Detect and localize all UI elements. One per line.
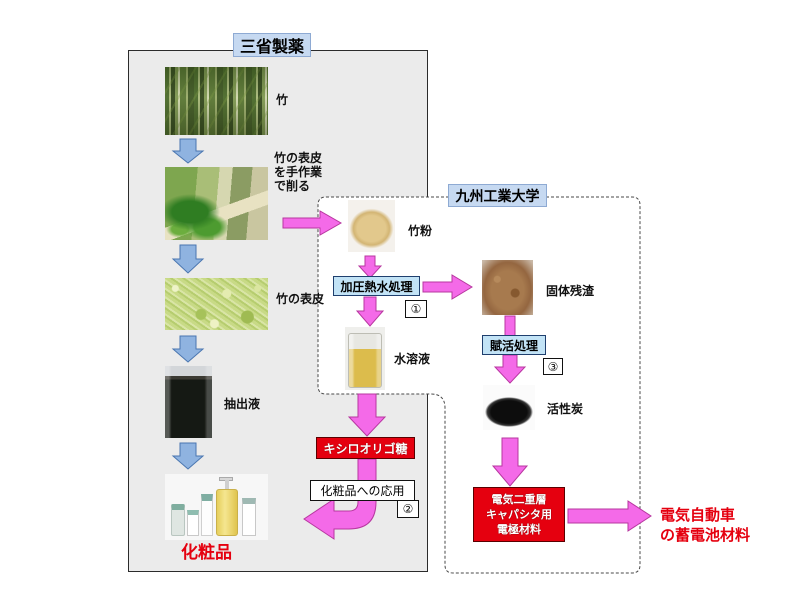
cosmetic-bottle-right — [242, 498, 256, 536]
ev-battery-line: の蓄電池材料 — [660, 526, 751, 544]
cosmetics-application-box: 化粧品への応用 — [310, 480, 415, 501]
bamboo-skin-photo — [165, 278, 268, 330]
cosmetic-tube — [171, 504, 185, 536]
capacitor-line: 電気二重層 — [491, 493, 547, 506]
cosmetics-photo — [165, 474, 268, 540]
hot-water-process-box: 加圧熱水処理 — [333, 276, 420, 296]
down-arrow-extract-to-cosmetics — [171, 442, 205, 470]
down-arrow-residue-to-activation — [504, 315, 516, 337]
down-arrow-skin-to-extract — [171, 335, 205, 363]
peeling-label: 竹の表皮 を手作業 で削る — [274, 151, 322, 193]
bamboo-powder-label: 竹粉 — [408, 224, 433, 238]
xylooligosaccharide-box: キシロオリゴ糖 — [316, 437, 415, 459]
peeling-label-line: 竹の表皮 — [274, 151, 323, 165]
extract-jar-photo — [165, 366, 212, 438]
capacitor-line: キャパシタ用 — [486, 508, 552, 521]
solution-jar — [348, 333, 382, 388]
extract-label: 抽出液 — [224, 397, 261, 411]
down-arrow-carbon-to-capacitor — [491, 437, 529, 487]
ev-battery-label: 電気自動車 の蓄電池材料 — [660, 505, 750, 545]
sansho-title: 三省製薬 — [233, 33, 311, 57]
activated-carbon-photo — [483, 385, 535, 430]
down-arrow-bamboo-to-peeling — [171, 138, 205, 164]
activation-process-box: 賦活処理 — [482, 335, 546, 355]
step-number-2: ② — [397, 500, 419, 518]
step-number-3: ③ — [543, 358, 563, 375]
peeling-label-line: を手作業 — [274, 165, 323, 179]
right-arrow-process-to-residue — [422, 274, 473, 300]
solid-residue-label: 固体残渣 — [546, 284, 595, 298]
capacitor-electrode-box: 電気二重層 キャパシタ用 電極材料 — [473, 487, 565, 542]
kyutech-title: 九州工業大学 — [448, 184, 547, 207]
bamboo-peeling-photo — [165, 167, 268, 240]
curved-arrow-xylo-to-cosmetics — [303, 458, 377, 540]
down-arrow-activation-to-carbon — [493, 354, 527, 384]
skin-label: 竹の表皮 — [276, 292, 325, 306]
right-arrow-peeling-to-powder — [282, 210, 343, 236]
aqueous-solution-label: 水溶液 — [394, 352, 431, 366]
down-arrow-process-to-solution — [355, 296, 385, 327]
capacitor-line: 電極材料 — [497, 523, 541, 536]
solid-residue-photo — [482, 260, 533, 315]
aqueous-solution-photo — [345, 327, 385, 390]
cosmetics-label: 化粧品 — [181, 543, 232, 563]
pump-stem — [225, 480, 229, 489]
bamboo-powder-photo — [348, 200, 395, 252]
activated-carbon-label: 活性炭 — [547, 402, 584, 416]
down-arrow-solution-to-xylo — [347, 393, 387, 437]
right-arrow-capacitor-to-ev — [567, 500, 652, 532]
bamboo-forest-photo — [165, 67, 268, 135]
cosmetic-bottle-tall — [201, 494, 213, 536]
step-number-1: ① — [405, 300, 427, 318]
ev-battery-line: 電気自動車 — [660, 506, 736, 524]
down-arrow-peeling-to-skin — [171, 244, 205, 274]
bamboo-label: 竹 — [276, 93, 289, 107]
down-arrow-powder-to-process — [357, 255, 383, 279]
pump-bottle — [216, 489, 238, 536]
peeling-label-line: で削る — [274, 179, 311, 193]
cosmetic-bottle-small — [187, 510, 199, 536]
